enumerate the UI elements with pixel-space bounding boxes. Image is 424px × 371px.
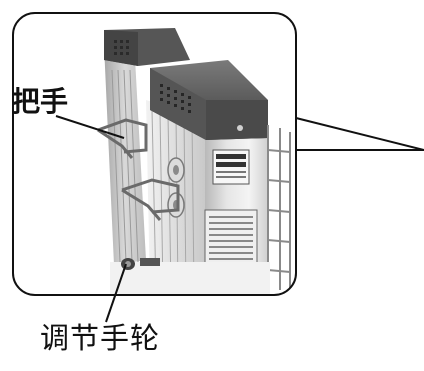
carry-handles [97,118,180,221]
base-and-wheel [110,258,270,295]
front-heater-unit [146,60,268,291]
photo-frame [12,12,297,296]
wheel-leader-line [105,263,127,323]
handle-label: 把手 [12,85,69,118]
photo-area [13,13,296,295]
callout-pointer-outline [295,117,424,151]
adjust-wheel-label: 调节手轮 [40,321,161,355]
handle-leader-line [55,115,125,139]
